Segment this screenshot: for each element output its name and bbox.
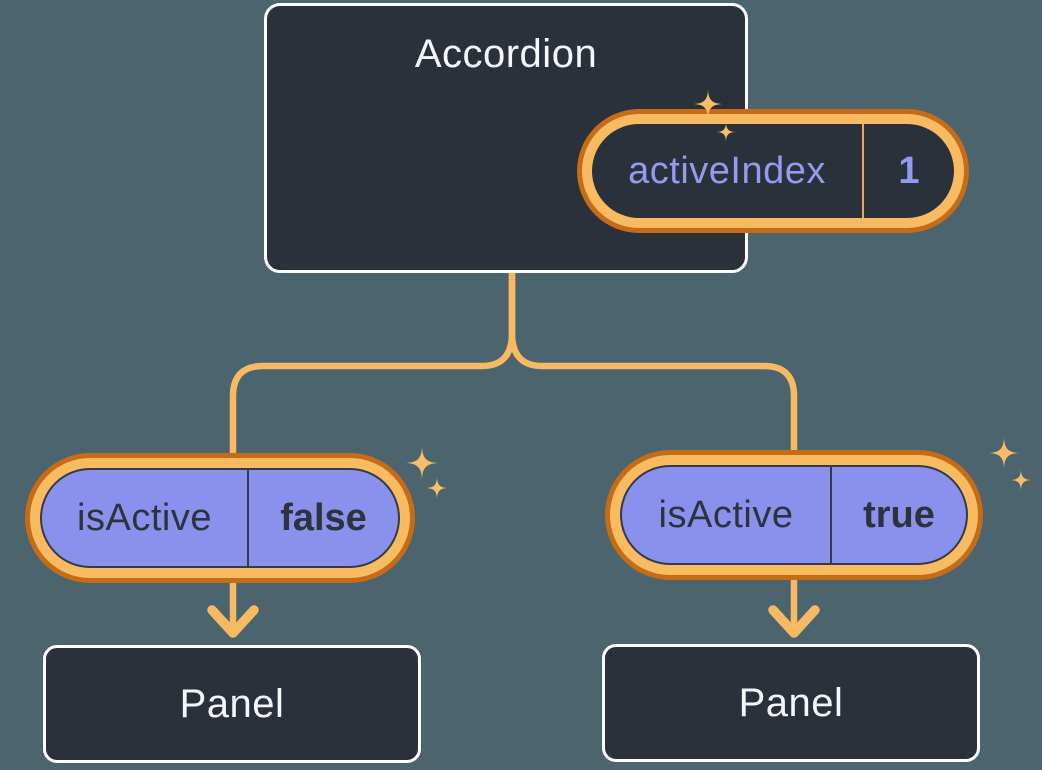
panel-node-title: Panel	[179, 681, 285, 726]
state-name: activeIndex	[628, 149, 826, 192]
prop-pill-left: isActive false	[25, 453, 415, 583]
accordion-node-title: Accordion	[414, 32, 598, 76]
panel-node-title: Panel	[738, 680, 844, 725]
state-pill-divider	[862, 124, 864, 218]
panel-node-left: Panel	[43, 645, 421, 763]
prop-pill-right: isActive true	[605, 450, 983, 580]
prop-pill-ring: isActive true	[610, 455, 978, 575]
prop-pill-divider	[830, 467, 832, 563]
prop-pill-body: isActive true	[620, 465, 968, 565]
prop-pill-body: isActive false	[40, 468, 400, 568]
connector-right-branch	[508, 260, 798, 630]
accordion-node: Accordion activeIndex 1	[264, 3, 969, 273]
state-pill: activeIndex 1	[577, 109, 969, 233]
state-value: 1	[898, 149, 920, 192]
prop-value: false	[280, 496, 367, 539]
panel-node-right: Panel	[602, 644, 980, 762]
arrow-down-icon	[207, 605, 259, 638]
prop-name: isActive	[658, 493, 794, 536]
prop-pill-divider	[247, 470, 249, 566]
prop-pill-ring: isActive false	[30, 458, 410, 578]
prop-value: true	[863, 493, 935, 536]
prop-name: isActive	[77, 496, 212, 539]
arrow-down-icon	[768, 605, 820, 638]
state-pill-body: activeIndex 1	[592, 124, 954, 218]
state-pill-ring: activeIndex 1	[582, 114, 964, 228]
